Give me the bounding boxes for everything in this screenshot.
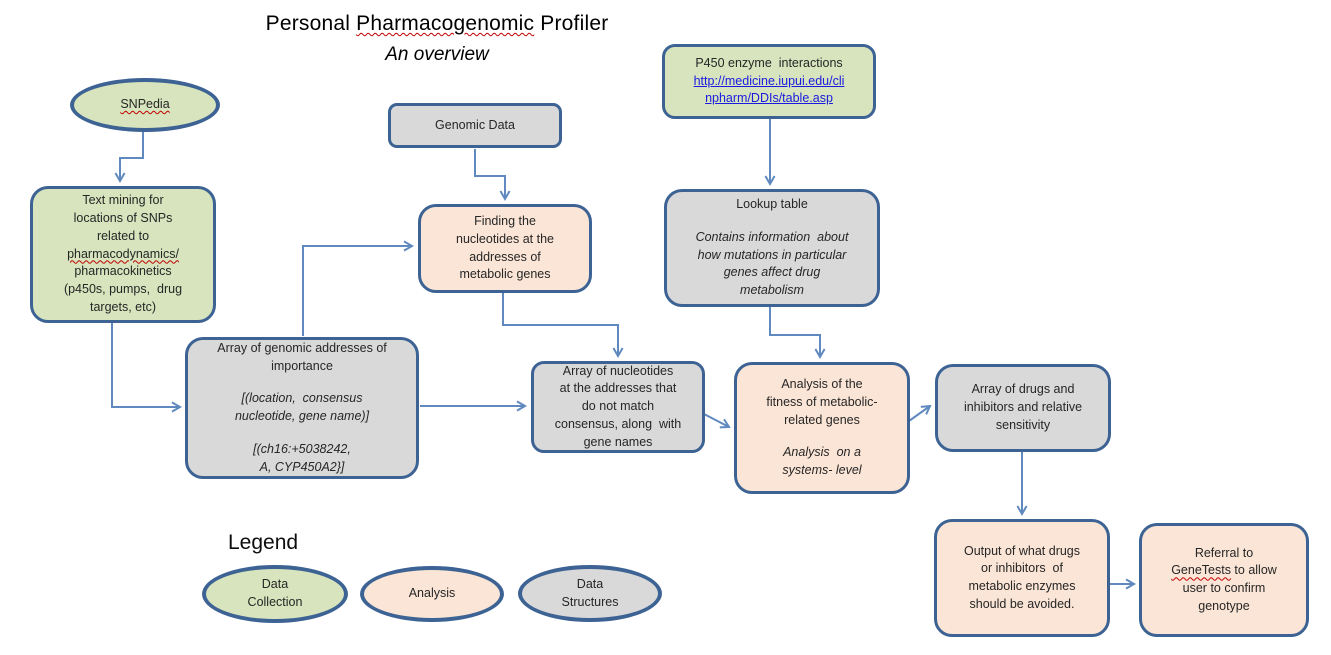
node-p450-title: P450 enzyme interactions [695, 55, 843, 70]
node-text-mining: Text mining for locations of SNPs relate… [30, 186, 216, 323]
legend-heading: Legend [228, 531, 299, 554]
connector-array-genomic-to-finding [302, 240, 415, 336]
node-p450-interactions: P450 enzyme interactions http://medicine… [662, 44, 876, 119]
title-spellchecked-word: Pharmacogenomic [356, 12, 535, 35]
legend-item-analysis-label: Analysis [408, 586, 456, 601]
node-finding-nucleotides-label: Finding the nucleotides at the addresses… [456, 214, 554, 282]
node-analysis-body: Analysis on a systems- level [782, 445, 862, 478]
page-title: Personal Pharmacogenomic Profiler [137, 12, 737, 36]
text-mining-part2: pharmacokinetics (p450s, pumps, drug tar… [63, 264, 183, 314]
node-referral: Referral to GeneTests to allow user to c… [1139, 523, 1309, 637]
node-output-drugs: Output of what drugs or inhibitors of me… [934, 519, 1110, 637]
node-lookup-body: Contains information about how mutations… [695, 229, 849, 298]
referral-part2: to allow user to confirm genotype [1182, 563, 1277, 613]
text-mining-part1: Text mining for locations of SNPs relate… [73, 193, 173, 243]
node-snpedia-label: SNPedia [120, 97, 170, 112]
connector-array-nucleotides-to-analysis [703, 413, 731, 429]
node-array-nucleotides-label: Array of nucleotides at the addresses th… [554, 363, 682, 449]
title-part1: Personal [265, 12, 357, 35]
connector-analysis-to-array-drugs [908, 404, 932, 422]
node-array-genomic-title: Array of genomic addresses of importance [217, 340, 387, 373]
node-output-drugs-label: Output of what drugs or inhibitors of me… [963, 543, 1081, 611]
node-finding-nucleotides: Finding the nucleotides at the addresses… [418, 204, 592, 293]
title-part2: Profiler [534, 12, 609, 35]
connector-lookup-to-analysis [769, 307, 826, 360]
referral-part1: Referral to [1194, 545, 1254, 560]
text-mining-spellchecked-word: pharmacodynamics/ [67, 246, 179, 261]
connector-snpedia-to-text-mining [114, 132, 144, 184]
legend-item-data-structures: Data Structures [518, 565, 662, 622]
legend-item-data-structures-label: Data Structures [561, 576, 619, 609]
page-subtitle: An overview [385, 44, 489, 65]
node-array-drugs: Array of drugs and inhibitors and relati… [935, 364, 1111, 452]
p450-hyperlink[interactable]: http://medicine.iupui.edu/cli npharm/DDI… [693, 73, 845, 106]
node-text-mining-label: Text mining for locations of SNPs relate… [64, 192, 182, 316]
node-array-genomic-addresses: Array of genomic addresses of importance… [185, 337, 419, 479]
legend-item-data-collection: Data Collection [202, 565, 348, 623]
node-lookup-table: Lookup table Contains information about … [664, 189, 880, 307]
legend-item-data-collection-label: Data Collection [247, 577, 303, 609]
node-array-drugs-label: Array of drugs and inhibitors and relati… [963, 382, 1083, 432]
connector-genomic-data-to-finding [474, 149, 511, 202]
node-array-genomic-schema: [(location, consensus nucleotide, gene n… [234, 391, 370, 423]
referral-spellchecked-word: GeneTests [1171, 563, 1231, 578]
node-snpedia: SNPedia [70, 78, 220, 132]
node-array-nucleotides: Array of nucleotides at the addresses th… [531, 361, 705, 453]
node-genomic-data: Genomic Data [388, 103, 562, 148]
node-genomic-data-label: Genomic Data [435, 117, 515, 132]
node-array-genomic-example: [(ch16:+5038242, A, CYP450A2}] [253, 441, 351, 474]
node-analysis-fitness: Analysis of the fitness of metabolic- re… [734, 362, 910, 494]
node-referral-label: Referral to GeneTests to allow user to c… [1171, 545, 1277, 616]
node-analysis-title: Analysis of the fitness of metabolic- re… [766, 377, 878, 427]
connector-finding-to-array-nucleotides [502, 293, 624, 359]
legend-item-analysis: Analysis [360, 566, 504, 622]
connector-text-mining-to-array-genomic [111, 323, 183, 413]
node-lookup-title: Lookup table [736, 197, 808, 212]
